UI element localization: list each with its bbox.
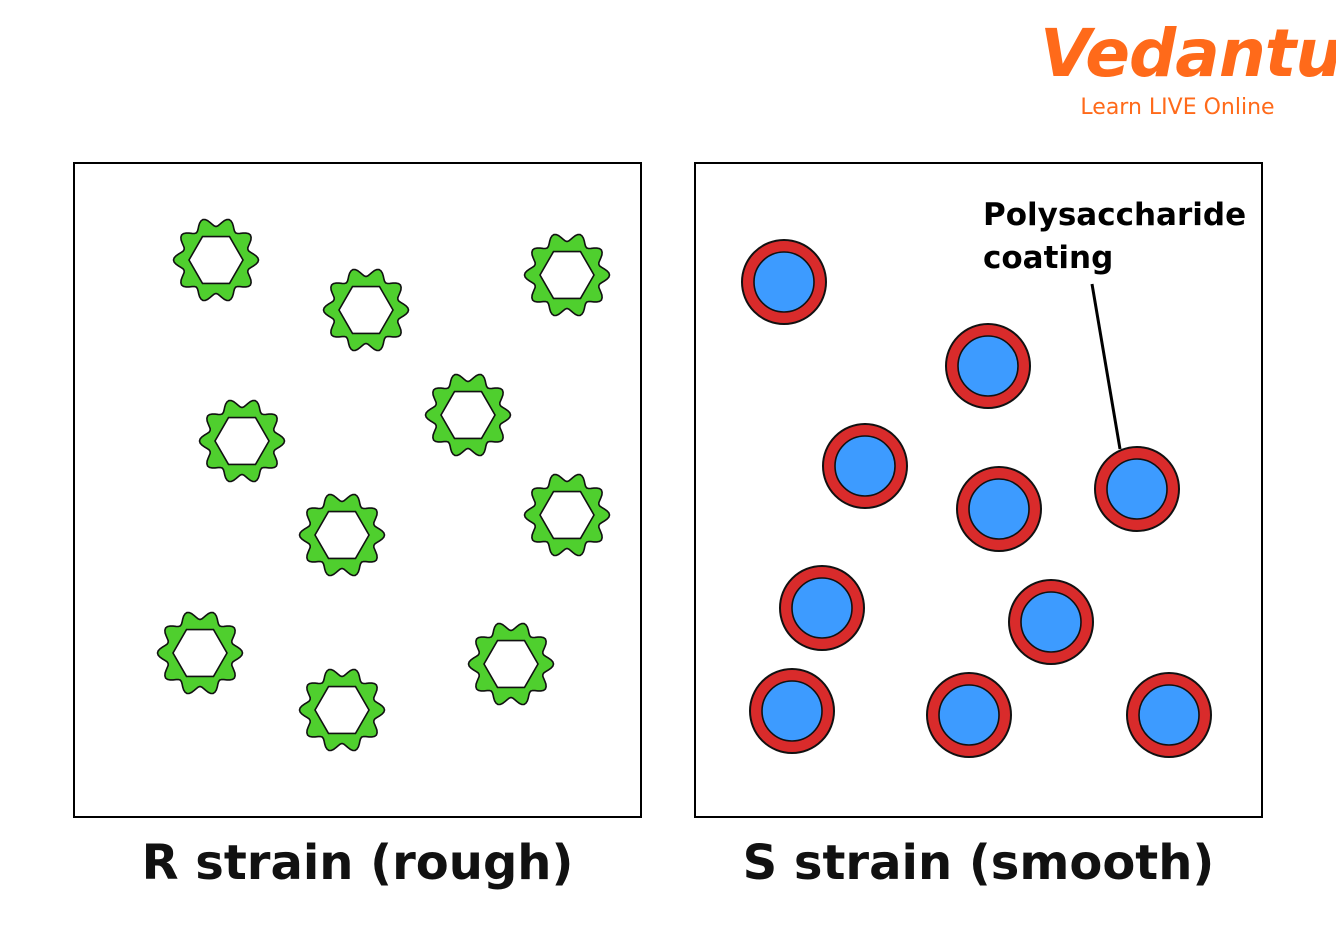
rough-cell [523,233,611,317]
s-strain-caption: S strain (smooth) [742,835,1215,891]
rough-cells-illustration [156,218,611,752]
smooth-cell [1094,446,1180,532]
logo-tagline: Learn LIVE Online [1080,95,1275,120]
callout-leader-line [1090,283,1122,450]
callout-line-1: Polysaccharide [983,197,1247,233]
smooth-cell [741,239,827,325]
smooth-cell [956,466,1042,552]
rough-cell [467,622,555,706]
callout-line-2: coating [983,240,1114,276]
rough-cell [156,611,244,695]
vedantu-logo: Vedantu Learn LIVE Online [1040,14,1336,129]
rough-cell [424,373,512,457]
rough-cell [322,268,410,352]
rough-cell [198,399,286,483]
logo-brand-text: Vedantu [1040,15,1336,92]
smooth-cell [822,423,908,509]
rough-cell [523,473,611,557]
smooth-cell [749,668,835,754]
smooth-cells-illustration [741,239,1212,758]
r-strain-caption: R strain (rough) [141,835,574,891]
s-strain-panel: Polysaccharide coating [694,162,1263,818]
rough-cell [298,493,386,577]
smooth-cell [779,565,865,651]
rough-cell [298,668,386,752]
smooth-cell [1008,579,1094,665]
polysaccharide-coating-label: Polysaccharide coating [983,194,1263,280]
smooth-cell [1126,672,1212,758]
smooth-cell [945,323,1031,409]
smooth-cell [926,672,1012,758]
r-strain-panel [73,162,642,818]
rough-cell [172,218,260,302]
